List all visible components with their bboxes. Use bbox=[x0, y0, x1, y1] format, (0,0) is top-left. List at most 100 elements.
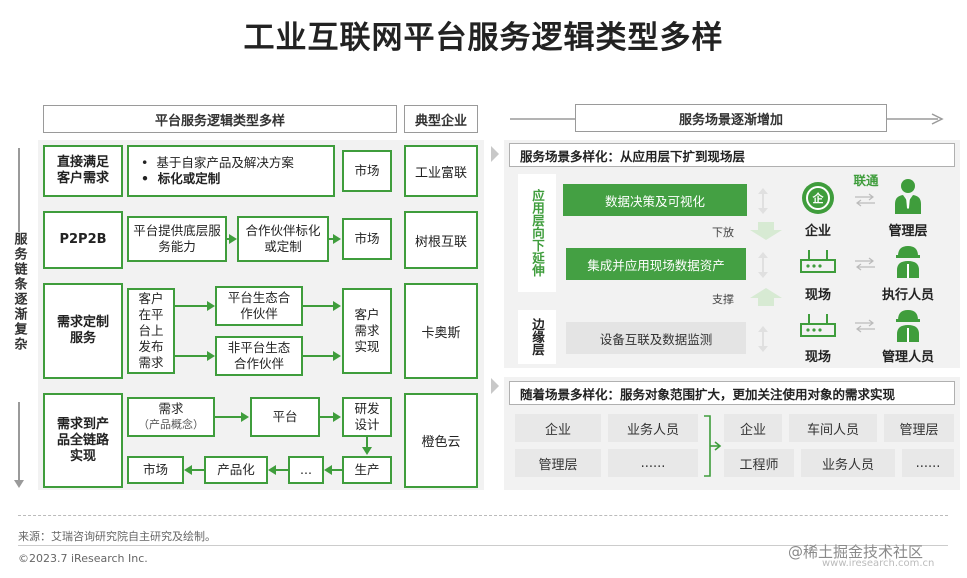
watermark-url: www.iresearch.com.cn bbox=[822, 558, 935, 569]
row3-arrow-2-icon bbox=[207, 351, 215, 361]
faint-updown-2-icon bbox=[758, 252, 768, 278]
row3-partner1: 平台生态合作伙伴 bbox=[215, 286, 303, 326]
row3-arrow-3-icon bbox=[333, 301, 341, 311]
row4-rnd: 研发设计 bbox=[342, 397, 392, 437]
row2-market: 市场 bbox=[342, 218, 392, 260]
row1-bullet-2: • 标化或定制 bbox=[141, 171, 221, 186]
row4-market: 市场 bbox=[127, 456, 184, 484]
row1-label: 直接满足客户需求 bbox=[43, 145, 123, 197]
page-title: 工业互联网平台服务逻辑类型多样 bbox=[243, 20, 724, 56]
obj-left-enterprise: 企业 bbox=[515, 414, 601, 442]
bar-device-interconnect: 设备互联及数据监测 bbox=[566, 322, 746, 354]
link-label: 联通 bbox=[853, 173, 879, 188]
faint-up-down-arrow-2 bbox=[758, 252, 768, 278]
obj-right-workshop: 车间人员 bbox=[789, 414, 877, 442]
row4-produce: 生产 bbox=[342, 456, 392, 484]
icon-label-enterprise: 企业 bbox=[804, 224, 831, 239]
source-note: 来源：艾瑞咨询研究院自主研究及绘制。 bbox=[18, 530, 216, 543]
row4-arrow-1-icon bbox=[241, 412, 249, 422]
row4-arrow-3-icon bbox=[324, 465, 332, 475]
down-arrow-icon bbox=[750, 222, 782, 240]
router-icon bbox=[800, 250, 836, 274]
faint-updown-3-icon bbox=[758, 326, 768, 352]
support-arrow bbox=[748, 288, 784, 306]
row4-arrow-2-icon bbox=[333, 412, 341, 422]
icon-label-management: 管理层 bbox=[888, 224, 928, 239]
down-label: 下放 bbox=[712, 226, 734, 239]
footer-line bbox=[18, 545, 948, 546]
worker-icon bbox=[893, 244, 923, 280]
support-arrow-icon bbox=[750, 288, 782, 306]
row3-arrow-4-icon bbox=[333, 351, 341, 361]
bar-data-decision: 数据决策及可视化 bbox=[563, 184, 747, 216]
company-column-header: 典型企业 bbox=[404, 105, 478, 133]
row4-arrow-down-icon bbox=[362, 447, 372, 455]
row3-result-text: 客户需求实现 bbox=[354, 307, 380, 354]
down-arrow bbox=[748, 222, 784, 240]
obj-left-management: 管理层 bbox=[515, 449, 601, 477]
faint-up-down-arrow-1 bbox=[758, 188, 768, 214]
icon-label-manager-staff: 管理人员 bbox=[881, 350, 934, 365]
row1-bullet-1: • 基于自家产品及解决方案 bbox=[141, 155, 294, 170]
icon-label-executor: 执行人员 bbox=[881, 288, 934, 303]
row4-rnd-text: 研发设计 bbox=[354, 401, 380, 432]
obj-right-management: 管理层 bbox=[884, 414, 954, 442]
row2-label: P2P2B bbox=[43, 211, 123, 269]
faint-up-down-arrow-3 bbox=[758, 326, 768, 352]
bar-integrate-data: 集成并应用现场数据资产 bbox=[566, 248, 746, 280]
connector-chevron-bottom-icon bbox=[491, 378, 499, 394]
expand-bracket-arrow bbox=[702, 412, 722, 480]
row3-partner2: 非平台生态合作伙伴 bbox=[215, 336, 303, 376]
row2-company: 树根互联 bbox=[404, 211, 478, 269]
side-axis-arrow-icon bbox=[14, 480, 24, 488]
row4-demand-text: 需求 bbox=[158, 401, 184, 416]
app-label: 应用层向下延伸 bbox=[530, 189, 545, 277]
icon-label-site-1: 现场 bbox=[804, 288, 831, 303]
edge-label: 边缘层 bbox=[530, 318, 545, 356]
row3-client: 客户在平台上发布需求 bbox=[127, 288, 175, 374]
row4-arrow-5-icon bbox=[184, 465, 192, 475]
row1-market: 市场 bbox=[342, 150, 392, 192]
row4-productize: 产品化 bbox=[204, 456, 268, 484]
row1-company: 工业富联 bbox=[404, 145, 478, 197]
row4-company: 橙色云 bbox=[404, 393, 478, 488]
obj-left-more: ...... bbox=[608, 449, 698, 477]
row2-box1: 平台提供底层服务能力 bbox=[127, 216, 227, 262]
row4-demand-sub: （产品概念） bbox=[138, 418, 204, 431]
row3-label-text: 需求定制服务 bbox=[56, 315, 109, 346]
obj-right-more: ...... bbox=[902, 449, 954, 477]
row2-box2: 合作伙伴标化或定制 bbox=[237, 216, 329, 262]
row1-bullets: • 基于自家产品及解决方案 • 标化或定制 bbox=[127, 145, 335, 197]
row4-platform: 平台 bbox=[250, 397, 320, 437]
link-arrows-2-icon bbox=[853, 256, 877, 272]
watermark: @稀土掘金技术社区 bbox=[788, 543, 924, 561]
right-top-heading: 服务场景多样化：从应用层下扩到现场层 bbox=[509, 143, 955, 167]
app-label-wrap: 应用层向下延伸 bbox=[518, 174, 556, 292]
svg-text:企: 企 bbox=[812, 191, 825, 205]
side-label-wrap: 服务链条逐渐复杂 bbox=[8, 232, 30, 402]
obj-left-business: 业务人员 bbox=[608, 414, 698, 442]
worker-icon-2 bbox=[893, 308, 923, 344]
row1-label-text: 直接满足客户需求 bbox=[56, 155, 109, 186]
row3-company: 卡奥斯 bbox=[404, 283, 478, 379]
connector-chevron-top-icon bbox=[491, 146, 499, 162]
row3-arrow-1-icon bbox=[207, 301, 215, 311]
link-arrows-1-icon bbox=[853, 192, 877, 208]
obj-right-enterprise: 企业 bbox=[724, 414, 782, 442]
obj-right-engineer: 工程师 bbox=[724, 449, 794, 477]
edge-label-wrap: 边缘层 bbox=[518, 310, 556, 364]
side-label: 服务链条逐渐复杂 bbox=[11, 232, 27, 352]
row3-result: 客户需求实现 bbox=[342, 288, 392, 374]
icon-label-site-2: 现场 bbox=[804, 350, 831, 365]
row3-label: 需求定制服务 bbox=[43, 283, 123, 379]
row4-label: 需求到产品全链路实现 bbox=[43, 393, 123, 488]
manager-icon bbox=[893, 178, 923, 216]
copyright: ©2023.7 iResearch Inc. bbox=[18, 552, 148, 565]
row2-arrow-2-icon bbox=[333, 234, 341, 244]
support-label: 支撑 bbox=[712, 293, 734, 306]
row4-arrow-4-icon bbox=[268, 465, 276, 475]
enterprise-icon: 企 bbox=[800, 180, 836, 216]
right-section-header: 服务场景逐渐增加 bbox=[575, 104, 887, 132]
right-bottom-heading: 随着场景多样化：服务对象范围扩大，更加关注使用对象的需求实现 bbox=[509, 381, 955, 405]
faint-updown-1-icon bbox=[758, 188, 768, 214]
